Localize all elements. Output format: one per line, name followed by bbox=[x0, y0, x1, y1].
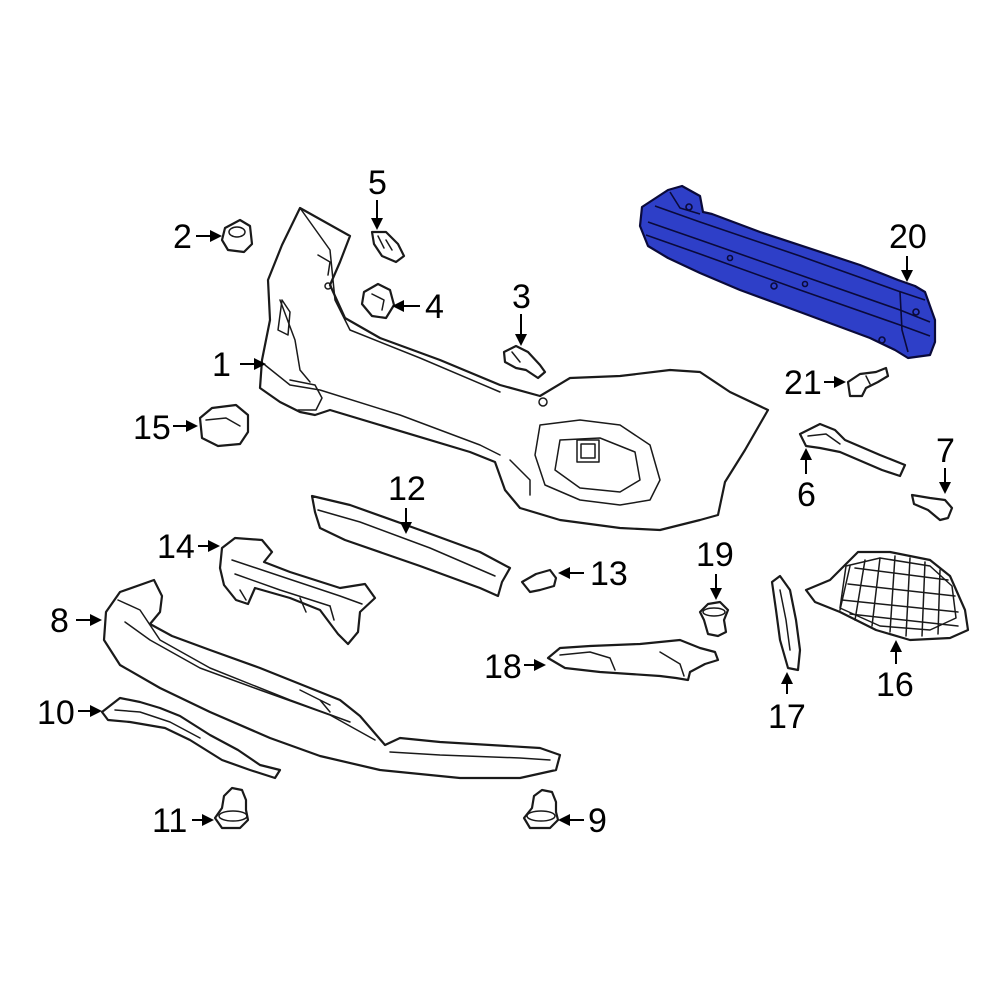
part-14-bracket[interactable] bbox=[218, 536, 377, 646]
callout-18-label: 18 bbox=[484, 648, 522, 686]
part-16-grille[interactable] bbox=[804, 550, 970, 642]
part-18-bracket[interactable] bbox=[546, 638, 720, 682]
callouts: 1 2 3 4 5 6 7 bbox=[37, 164, 955, 840]
callout-7: 7 bbox=[936, 432, 955, 494]
part-7-screw[interactable] bbox=[910, 493, 954, 522]
callout-1-label: 1 bbox=[212, 346, 231, 384]
callout-20: 20 bbox=[889, 218, 927, 282]
callout-15: 15 bbox=[133, 409, 198, 447]
callout-8: 8 bbox=[50, 602, 102, 640]
callout-11-label: 11 bbox=[152, 802, 187, 840]
callout-9: 9 bbox=[558, 802, 607, 840]
callout-19: 19 bbox=[696, 536, 734, 600]
callout-11: 11 bbox=[152, 802, 214, 840]
bumper-cover-body bbox=[258, 206, 770, 532]
callout-14: 14 bbox=[157, 528, 220, 566]
callout-13: 13 bbox=[558, 555, 628, 593]
part-21-bolt[interactable] bbox=[846, 366, 890, 398]
part-8-lower-valance[interactable] bbox=[102, 578, 562, 780]
part-13-bolt[interactable] bbox=[520, 568, 558, 594]
callout-14-label: 14 bbox=[157, 528, 195, 566]
part-12-reflector-strip[interactable] bbox=[310, 494, 512, 598]
part-2-grommet[interactable] bbox=[220, 218, 254, 254]
callout-4-label: 4 bbox=[425, 288, 444, 326]
part-17-side-trim[interactable] bbox=[770, 574, 802, 672]
callout-9-label: 9 bbox=[588, 802, 607, 840]
callout-16: 16 bbox=[876, 640, 914, 704]
part-4-clip[interactable] bbox=[360, 282, 396, 320]
part-3-bolt[interactable] bbox=[502, 344, 547, 380]
callout-10: 10 bbox=[37, 694, 102, 732]
part-10-lower-bracket[interactable] bbox=[100, 696, 282, 780]
callout-17: 17 bbox=[768, 672, 806, 736]
callout-20-label: 20 bbox=[889, 218, 927, 256]
callout-6: 6 bbox=[797, 448, 816, 514]
callout-21-label: 21 bbox=[784, 364, 822, 402]
part-20-reinforcement-beam[interactable] bbox=[638, 184, 937, 360]
callout-12: 12 bbox=[388, 470, 426, 534]
part-6-bracket[interactable] bbox=[798, 422, 907, 478]
callout-1: 1 bbox=[212, 346, 266, 384]
callout-8-label: 8 bbox=[50, 602, 69, 640]
callout-4: 4 bbox=[392, 288, 444, 326]
callout-5-label: 5 bbox=[368, 164, 387, 202]
callout-3: 3 bbox=[512, 278, 531, 346]
callout-18: 18 bbox=[484, 648, 546, 686]
part-11-push-clip[interactable] bbox=[213, 786, 250, 830]
callout-2: 2 bbox=[173, 218, 222, 256]
callout-2-label: 2 bbox=[173, 218, 192, 256]
part-5-bolt[interactable] bbox=[370, 230, 406, 264]
callout-10-label: 10 bbox=[37, 694, 75, 732]
part-19-push-clip[interactable] bbox=[698, 600, 730, 638]
callout-3-label: 3 bbox=[512, 278, 531, 316]
callout-12-label: 12 bbox=[388, 470, 426, 508]
callout-15-label: 15 bbox=[133, 409, 171, 447]
part-1-bumper-cover[interactable] bbox=[258, 206, 770, 532]
callout-19-label: 19 bbox=[696, 536, 734, 574]
callout-13-label: 13 bbox=[590, 555, 628, 593]
callout-5: 5 bbox=[368, 164, 387, 230]
callout-17-label: 17 bbox=[768, 698, 806, 736]
part-15-bracket[interactable] bbox=[198, 403, 250, 448]
part-9-push-clip[interactable] bbox=[522, 788, 560, 830]
callout-7-label: 7 bbox=[936, 432, 955, 470]
callout-6-label: 6 bbox=[797, 476, 816, 514]
callout-16-label: 16 bbox=[876, 666, 914, 704]
beam-body bbox=[638, 184, 937, 360]
callout-21: 21 bbox=[784, 364, 846, 402]
